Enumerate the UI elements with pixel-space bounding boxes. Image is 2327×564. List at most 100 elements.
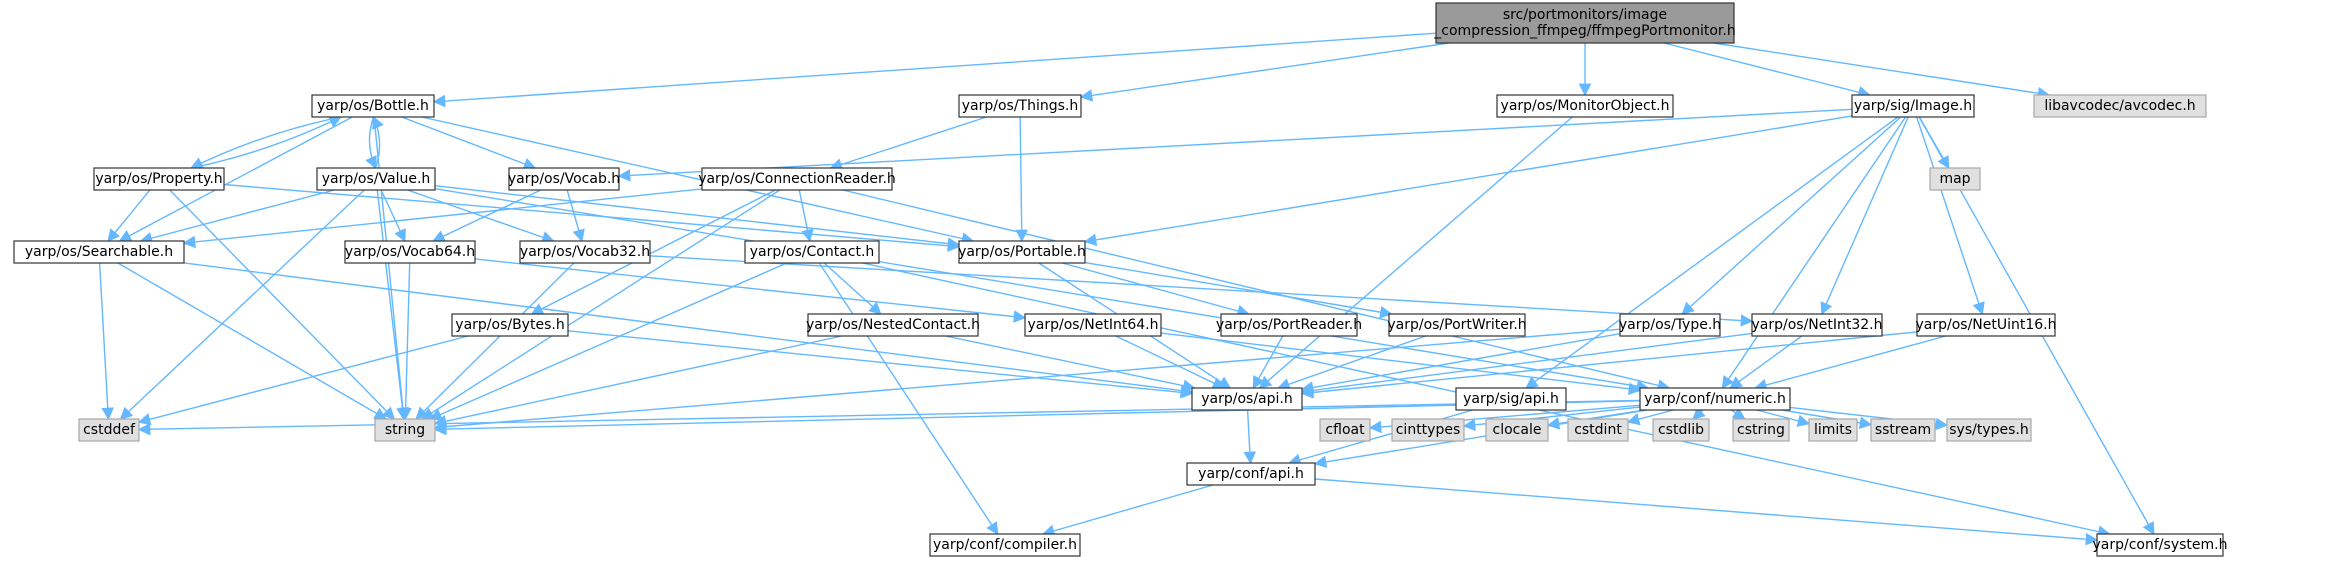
edge-bottle-to-property <box>190 116 341 169</box>
node-box <box>2033 94 2207 118</box>
node-map: map <box>1929 167 1981 191</box>
node-box <box>1639 387 1791 411</box>
edge-nestedcontact-to-string <box>433 335 843 428</box>
node-netuint16[interactable]: yarp/os/NetUint16.h <box>1915 313 2057 337</box>
node-vocab[interactable]: yarp/os/Vocab.h <box>508 167 620 191</box>
node-label: yarp/os/Bytes.h <box>455 317 564 333</box>
node-box <box>344 240 476 264</box>
node-root[interactable]: src/portmonitors/image_compression_ffmpe… <box>1433 2 1736 44</box>
node-portwriter[interactable]: yarp/os/PortWriter.h <box>1387 313 1527 337</box>
node-label: yarp/os/Things.h <box>962 98 1079 114</box>
node-box <box>374 418 436 442</box>
node-label: yarp/os/Type.h <box>1619 317 1721 333</box>
node-portreader[interactable]: yarp/os/PortReader.h <box>1216 313 1362 337</box>
edge-nestedcontact-to-osapi <box>945 335 1196 392</box>
node-box <box>1619 313 1721 337</box>
node-box <box>1652 418 1710 442</box>
node-systypes: sys/types.h <box>1946 418 2032 442</box>
node-value[interactable]: yarp/os/Value.h <box>316 167 436 191</box>
node-box <box>701 167 893 191</box>
node-property[interactable]: yarp/os/Property.h <box>93 167 225 191</box>
node-bottle[interactable]: yarp/os/Bottle.h <box>311 94 435 118</box>
edge-netint32-to-numeric <box>1729 335 1803 389</box>
node-searchable[interactable]: yarp/os/Searchable.h <box>13 240 185 264</box>
node-system[interactable]: yarp/conf/system.h <box>2093 533 2228 557</box>
node-box <box>519 240 651 264</box>
node-portable[interactable]: yarp/os/Portable.h <box>958 240 1086 264</box>
edge-type-to-string <box>433 328 1621 433</box>
node-box <box>1916 313 2056 337</box>
edge-value-to-vocab64 <box>380 189 406 243</box>
node-cstdint: cstdint <box>1567 418 1629 442</box>
node-box <box>1435 2 1735 44</box>
edge-root-to-image <box>1663 42 1871 99</box>
node-label: src/portmonitors/image <box>1503 7 1667 23</box>
edge-bytes-to-osapi <box>567 330 1194 399</box>
node-box <box>311 94 435 118</box>
node-limits: limits <box>1808 418 1858 442</box>
node-box <box>1191 387 1303 411</box>
node-label: yarp/conf/numeric.h <box>1644 391 1786 407</box>
edge-confapi-to-compiler <box>1041 484 1214 537</box>
node-box <box>1929 167 1981 191</box>
node-vocab64[interactable]: yarp/os/Vocab64.h <box>344 240 476 264</box>
node-connectionreader[interactable]: yarp/os/ConnectionReader.h <box>698 167 896 191</box>
node-sigapi[interactable]: yarp/sig/api.h <box>1455 387 1567 411</box>
node-label: sys/types.h <box>1949 422 2028 438</box>
edge-portwriter-to-osapi <box>1277 335 1427 391</box>
node-type[interactable]: yarp/os/Type.h <box>1619 313 1721 337</box>
node-netint32[interactable]: yarp/os/NetInt32.h <box>1751 313 1883 337</box>
node-label: cstdlib <box>1658 422 1704 438</box>
node-box <box>1851 94 1975 118</box>
edge-portable-to-portreader <box>1062 262 1250 318</box>
edge-confapi-to-system <box>1314 478 2099 546</box>
node-contact[interactable]: yarp/os/Contact.h <box>744 240 880 264</box>
node-label: yarp/sig/Image.h <box>1854 98 1972 114</box>
edge-bottle-to-searchable <box>118 116 353 242</box>
edge-things-to-portable <box>1015 116 1028 243</box>
node-box <box>958 240 1086 264</box>
edge-property-to-string <box>169 189 396 420</box>
node-numeric[interactable]: yarp/conf/numeric.h <box>1639 387 1791 411</box>
node-box <box>1870 418 1936 442</box>
node-cstring: cstring <box>1732 418 1790 442</box>
edge-property-to-bottle <box>191 116 342 169</box>
node-osapi[interactable]: yarp/os/api.h <box>1191 387 1303 411</box>
node-label: cstddef <box>83 422 136 438</box>
node-label: yarp/os/NetInt64.h <box>1027 317 1158 333</box>
edge-vocab-to-vocab32 <box>566 189 585 243</box>
edge-root-to-avcodec <box>1713 42 2051 100</box>
node-label: limits <box>1814 422 1852 438</box>
edge-value-to-vocab32 <box>407 189 555 244</box>
edge-value-to-numeric <box>434 188 1650 393</box>
node-label: yarp/conf/system.h <box>2093 537 2228 553</box>
edge-connectionreader-to-searchable <box>182 188 703 249</box>
node-monitorobject[interactable]: yarp/os/MonitorObject.h <box>1496 94 1674 118</box>
node-netint64[interactable]: yarp/os/NetInt64.h <box>1024 313 1162 337</box>
edge-searchable-to-osapi <box>183 262 1194 397</box>
node-box <box>13 240 185 264</box>
node-confapi[interactable]: yarp/conf/api.h <box>1186 462 1316 486</box>
node-bytes[interactable]: yarp/os/Bytes.h <box>451 313 569 337</box>
node-label: yarp/os/NestedContact.h <box>806 317 980 333</box>
node-label: yarp/os/Property.h <box>95 171 222 187</box>
edge-numeric-to-cstdint <box>1626 409 1674 426</box>
node-things[interactable]: yarp/os/Things.h <box>958 94 1082 118</box>
node-nestedcontact[interactable]: yarp/os/NestedContact.h <box>806 313 980 337</box>
edge-contact-to-nestedcontact <box>823 262 882 315</box>
node-box <box>1496 94 1674 118</box>
node-label: yarp/os/NetInt32.h <box>1751 317 1882 333</box>
edge-netuint16-to-numeric <box>1754 335 1946 392</box>
edge-property-to-searchable <box>107 189 151 242</box>
node-box <box>1732 418 1790 442</box>
edge-portable-to-portwriter <box>1084 261 1393 319</box>
node-avcodec: libavcodec/avcodec.h <box>2033 94 2207 118</box>
node-vocab32[interactable]: yarp/os/Vocab32.h <box>519 240 651 264</box>
edge-things-to-connectionreader <box>829 116 987 171</box>
edge-connectionreader-to-string <box>421 189 781 420</box>
node-label: yarp/os/Searchable.h <box>25 244 173 260</box>
node-image[interactable]: yarp/sig/Image.h <box>1851 94 1975 118</box>
node-box <box>2096 533 2224 557</box>
edge-vocab64-to-string <box>399 262 412 421</box>
node-compiler[interactable]: yarp/conf/compiler.h <box>929 533 1081 557</box>
